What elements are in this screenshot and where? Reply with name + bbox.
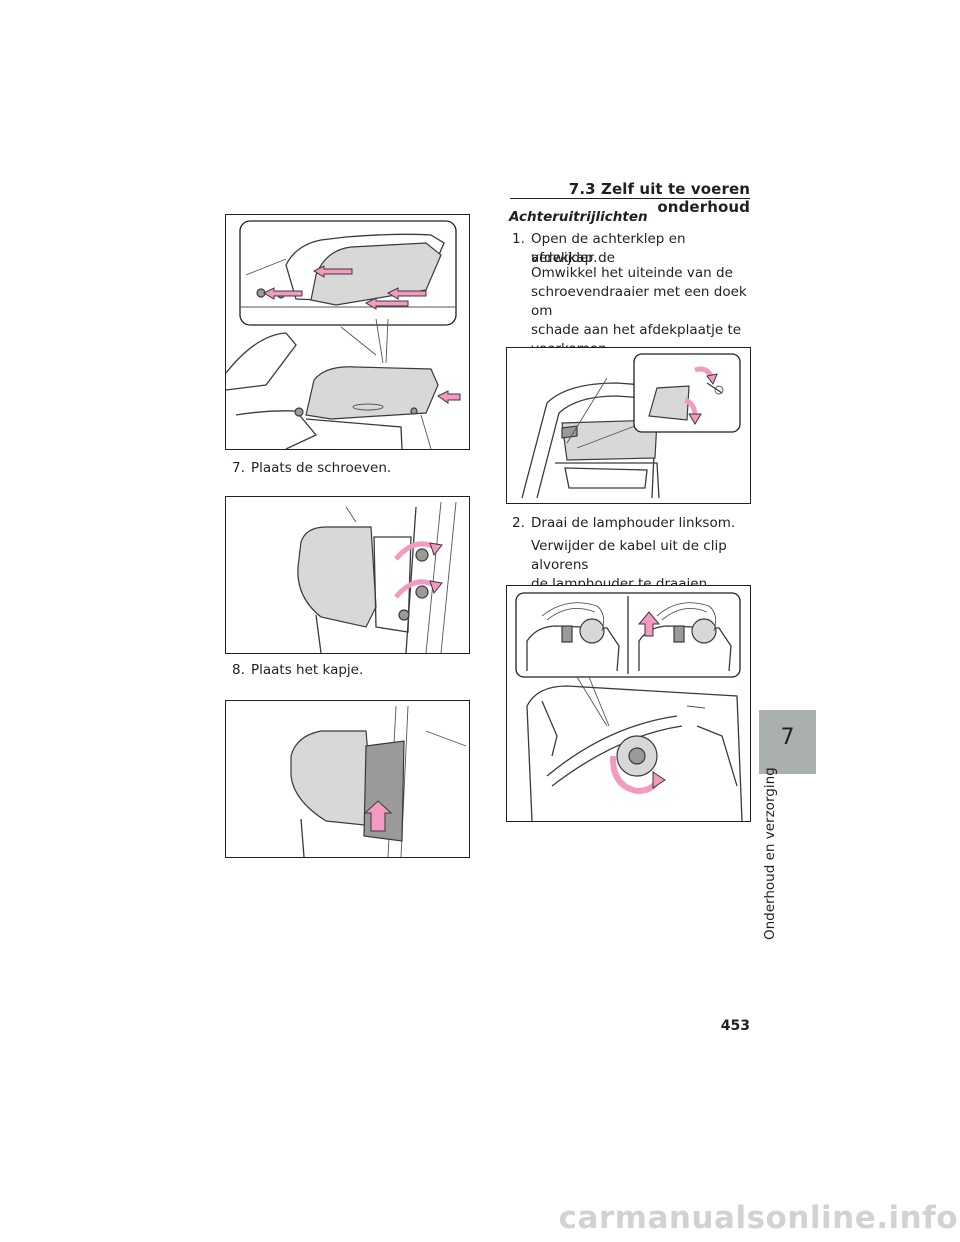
step-7: 7. Plaats de schroeven. bbox=[232, 459, 472, 479]
step-number: 1. bbox=[512, 231, 525, 247]
step-text-line: Open de achterklep en verwijder de bbox=[531, 231, 686, 266]
page-number: 453 bbox=[720, 1018, 750, 1034]
note-line: Verwijder de kabel uit de clip alvorens bbox=[531, 538, 727, 573]
note-line: Omwikkel het uiteinde van de bbox=[531, 265, 733, 281]
step-number: 2. bbox=[512, 515, 525, 531]
step-2: 2. Draai de lamphouder linksom. bbox=[512, 514, 752, 534]
step-text-line: Draai de lamphouder linksom. bbox=[531, 515, 736, 531]
note-line: schade aan het afdekplaatje te bbox=[531, 322, 742, 338]
step-text-line: afdekkap. bbox=[531, 250, 598, 266]
chapter-label-text: Onderhoud en verzorging bbox=[762, 767, 778, 940]
figure-cap bbox=[225, 700, 470, 858]
figure-screws bbox=[225, 496, 470, 654]
figure-tailgate bbox=[506, 347, 751, 504]
step-number: 7. bbox=[232, 460, 245, 476]
chapter-tab bbox=[759, 710, 816, 774]
header-rule bbox=[510, 198, 750, 199]
step-text: Plaats het kapje. bbox=[251, 662, 364, 678]
section-title: Achteruitrijlichten bbox=[509, 209, 648, 225]
note-line: schroevendraaier met een doek om bbox=[531, 284, 747, 319]
chapter-number: 7 bbox=[780, 725, 795, 750]
section-header: 7.3 Zelf uit te voeren onderhoud bbox=[568, 180, 750, 216]
watermark: carmanualsonline.info bbox=[558, 1200, 958, 1236]
step-number: 8. bbox=[232, 662, 245, 678]
figure-lamp-holder bbox=[506, 585, 751, 822]
figure-cover-removal bbox=[225, 214, 470, 450]
step-8: 8. Plaats het kapje. bbox=[232, 661, 472, 681]
chapter-label: Onderhoud en verzorging bbox=[762, 767, 788, 945]
step-1: 1. Open de achterklep en verwijder de af… bbox=[512, 230, 752, 270]
step-text: Plaats de schroeven. bbox=[251, 460, 392, 476]
step-1-note: Omwikkel het uiteinde van de schroevendr… bbox=[531, 264, 756, 359]
